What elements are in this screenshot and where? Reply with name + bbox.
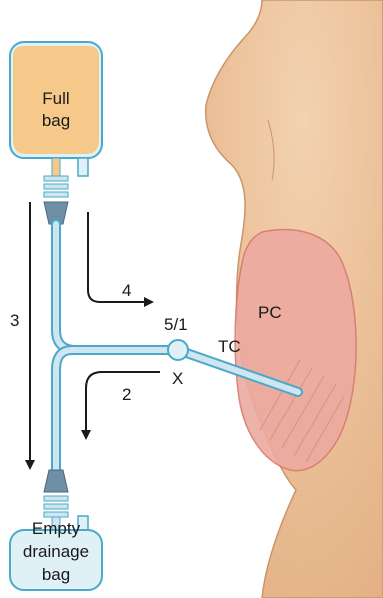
- step-4-label: 4: [122, 281, 131, 300]
- tubing: [56, 224, 178, 470]
- y-connector: [168, 340, 188, 360]
- peritoneal-cavity-label: PC: [258, 303, 282, 322]
- tenckhoff-catheter-label: TC: [218, 337, 241, 356]
- empty-bag-label-line3: bag: [42, 565, 70, 584]
- empty-bag: Empty drainage bag: [10, 516, 102, 590]
- step-3-label: 3: [10, 311, 19, 330]
- full-bag: Full bag: [10, 42, 102, 176]
- full-bag-label-line1: Full: [42, 89, 69, 108]
- empty-bag-label-line1: Empty: [32, 519, 81, 538]
- arrow-4: [88, 212, 152, 302]
- lower-connector: [44, 470, 68, 492]
- step-2-label: 2: [122, 385, 131, 404]
- empty-bag-label-line2: drainage: [23, 542, 89, 561]
- full-bag-label-line2: bag: [42, 111, 70, 130]
- step-5-1-label: 5/1: [164, 315, 188, 334]
- clamp-x-label: X: [172, 369, 183, 388]
- flow-arrows: [30, 202, 160, 468]
- arrow-2: [86, 372, 160, 438]
- peritoneal-cavity: [235, 230, 356, 471]
- full-bag-outlet: [44, 158, 68, 224]
